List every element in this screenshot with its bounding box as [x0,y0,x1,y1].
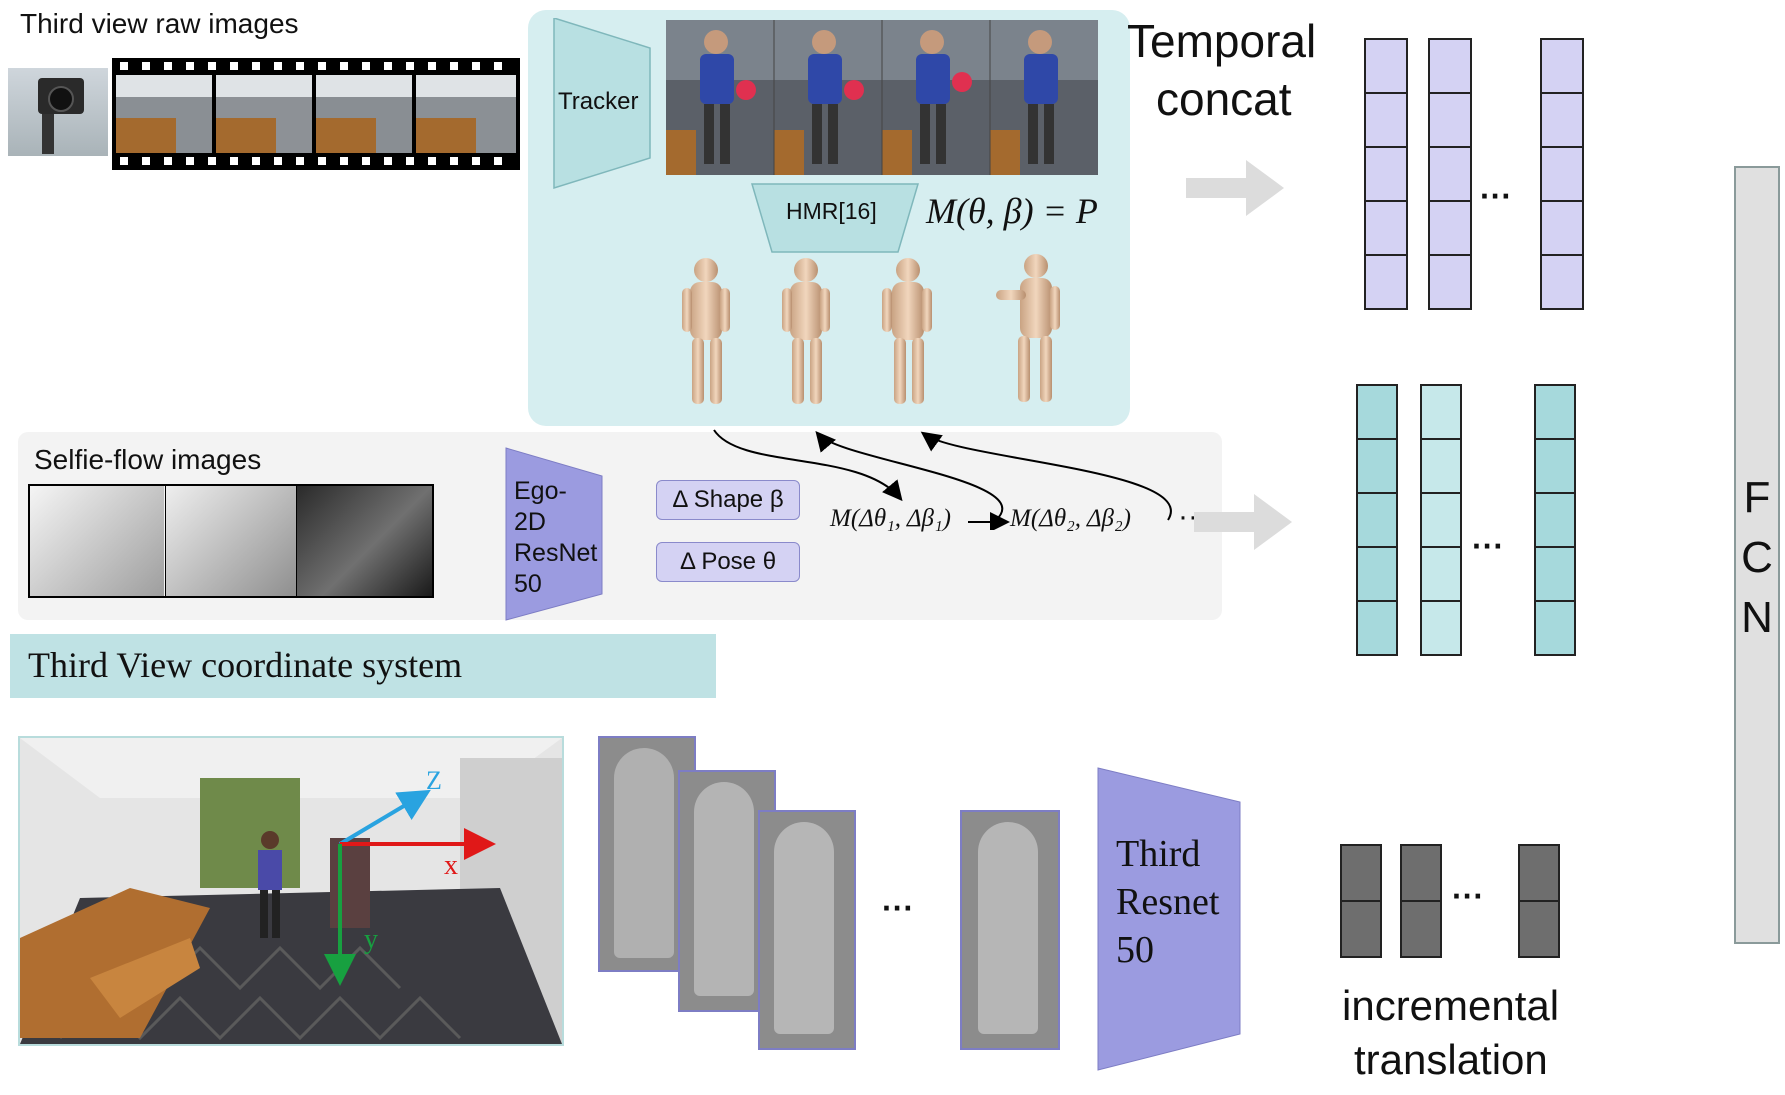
tracked-person-photos [666,20,1098,175]
ego-resnet-line-4: 50 [514,570,542,598]
fcn-letter-f: F [1743,473,1771,522]
fcn-letter-c: C [1741,533,1773,582]
ego-resnet-label: Ego- 2D ResNet 50 [514,476,597,600]
lavender-column-2 [1428,38,1472,310]
temporal-concat-label-line2: concat [1156,73,1292,125]
temporal-concat-label-line1: Temporal [1127,15,1317,67]
depth-ellipsis: ··· [882,890,914,926]
gray-column-2 [1400,844,1442,958]
teal-column-3 [1534,384,1576,656]
fcn-bar [1734,166,1780,944]
coordinate-axes [324,789,496,986]
selfie-flow-label: Selfie-flow images [34,444,262,475]
m-term-2: M(Δθ₂, Δβ₂) [1010,505,1131,532]
room-photo [18,736,564,1046]
ego-resnet-block [505,447,603,621]
depth-image-4 [960,810,1060,1050]
pose-box: Δ Pose θ [656,542,800,582]
incremental-label-line1: incremental [1342,982,1560,1029]
raw-images-label: Third view raw images [20,8,299,39]
hmr-block [750,183,920,253]
shape-box: Δ Shape β [656,480,800,520]
teal-column-2 [1420,384,1462,656]
mesh-1-icon [682,258,730,404]
incremental-label-line2: translation [1354,1036,1548,1083]
teal-column-1 [1356,384,1398,656]
coord-system-bar: Third View coordinate system [10,634,716,698]
tracker-block [553,18,651,190]
fcn-letter-n: N [1741,593,1773,642]
axis-z-label: Z [426,766,442,795]
m-term-1: M(Δθ₁, Δβ₁) [830,505,951,532]
third-resnet-line-1: Third [1116,833,1201,875]
gray-column-3 [1518,844,1560,958]
ego-resnet-line-3: ResNet [514,539,598,567]
third-resnet-block [1097,767,1241,1071]
pose-label: Δ Pose θ [679,548,777,575]
ego-resnet-line-2: 2D [514,508,546,536]
mesh-3-icon [882,258,932,404]
gray-ellipsis: ··· [1452,878,1484,914]
person-2 [808,30,842,164]
person-4 [1024,30,1058,164]
mesh-2-icon [782,258,830,404]
lavender-column-3 [1540,38,1584,310]
gray-column-1 [1340,844,1382,958]
person-3 [916,30,950,164]
hmr-label: HMR[16] [786,198,877,224]
third-resnet-label: Third Resnet 50 [1116,830,1219,974]
smpl-equation: M(θ, β) = P [926,191,1098,231]
person-1 [700,30,734,164]
selfie-flow-images [28,484,434,598]
teal-ellipsis: ··· [1472,528,1504,564]
film-strip [112,58,520,170]
ego-resnet-line-1: Ego- [514,477,567,505]
arrow-top-icon [1186,160,1284,216]
fcn-label: F C N [1738,468,1776,648]
third-resnet-line-3: 50 [1116,929,1154,971]
depth-image-3 [758,810,856,1050]
coord-system-label: Third View coordinate system [28,645,463,685]
axis-y-label: y [364,924,378,955]
lavender-ellipsis: ··· [1480,178,1512,214]
axis-x-label: x [444,850,458,881]
smpl-meshes [682,254,1060,404]
shape-label: Δ Shape β [672,486,784,513]
lavender-column-1 [1364,38,1408,310]
z-axis-arrow [338,789,431,846]
recurrence-arrows [713,429,1172,530]
arrow-middle-icon [1194,494,1292,550]
tracker-label: Tracker [558,88,639,115]
film-strip-frames [116,62,516,165]
third-resnet-line-2: Resnet [1116,881,1220,923]
camera-photo [8,68,108,156]
mesh-4-icon [996,254,1060,402]
